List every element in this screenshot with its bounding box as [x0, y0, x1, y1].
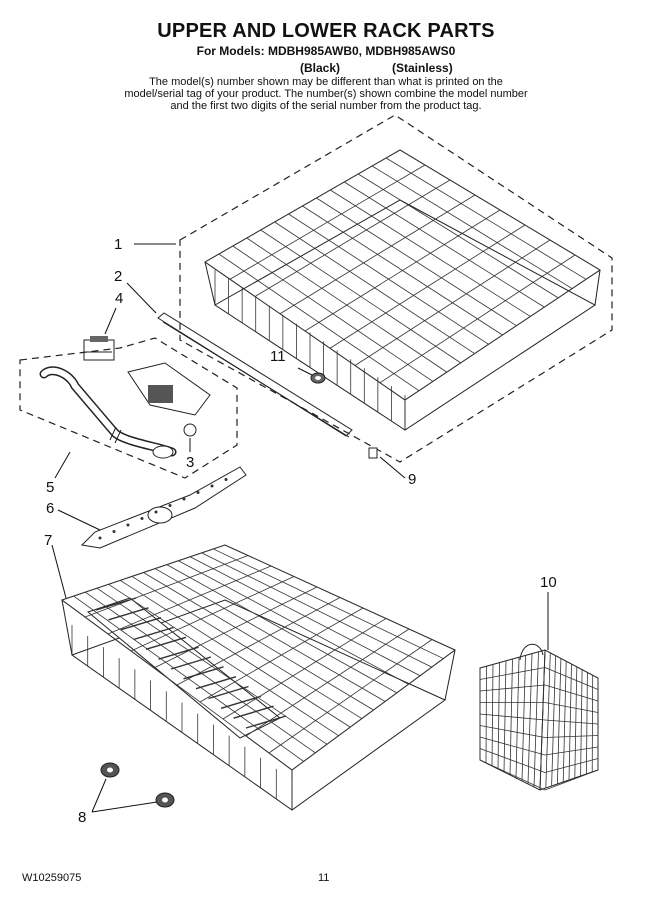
variant-black-label: (Black): [300, 61, 341, 75]
callout-8: 8: [78, 809, 86, 826]
model-number-note: The model(s) number shown may be differe…: [124, 76, 528, 112]
callout-6: 6: [46, 500, 54, 517]
page-number: 11: [318, 872, 330, 884]
model-numbers: For Models: MDBH985AWB0, MDBH985AWS0: [196, 44, 456, 58]
spray-arm-group-border: [19, 337, 238, 479]
upper-rack: [204, 149, 601, 431]
callout-7: 7: [44, 532, 52, 549]
rail-stop-clip: [368, 447, 378, 459]
document-number: W10259075: [22, 872, 82, 884]
callout-4: 4: [115, 290, 123, 307]
water-feed-manifold: [127, 362, 211, 437]
lower-rack: [60, 544, 456, 811]
variant-stainless-label: (Stainless): [392, 61, 453, 75]
callout-10: 10: [540, 574, 557, 591]
rack-adjuster-clip: [83, 336, 115, 361]
callout-11: 11: [270, 348, 286, 365]
upper-feed-tube: [39, 366, 177, 459]
rack-roller-bearing: [310, 372, 326, 384]
page-title: UPPER AND LOWER RACK PARTS: [157, 20, 495, 42]
upper-rack-group-border: [179, 114, 613, 463]
callout-1: 1: [114, 236, 122, 253]
upper-spray-arm: [80, 466, 247, 549]
callout-5: 5: [46, 479, 54, 496]
silverware-basket: [479, 643, 599, 791]
callout-3: 3: [186, 454, 194, 471]
callout-9: 9: [408, 471, 416, 488]
callout-2: 2: [114, 268, 122, 285]
lower-rack-wheels: [100, 762, 175, 808]
rack-rail: [157, 312, 353, 438]
